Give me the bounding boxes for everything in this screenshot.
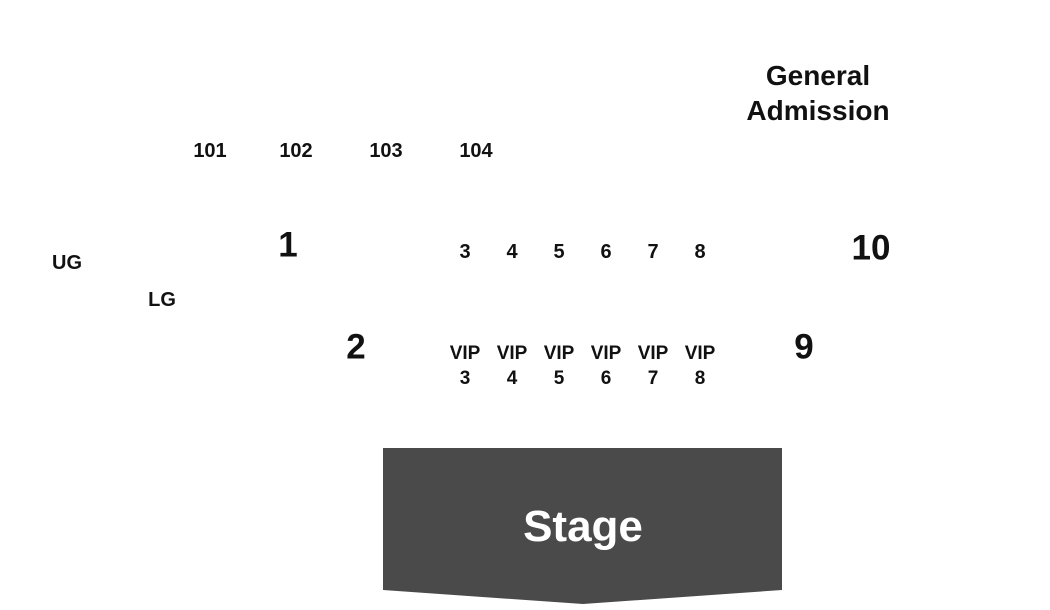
general-admission-line1: General: [765, 60, 871, 91]
stage-label: Stage: [523, 502, 643, 551]
section-4[interactable]: 4: [506, 241, 518, 263]
section-102[interactable]: 102: [279, 140, 313, 162]
general-admission-line2: Admission: [746, 95, 890, 126]
section-6[interactable]: 6: [600, 241, 612, 263]
vip-number: 3: [459, 368, 471, 389]
vip-number: 7: [647, 368, 659, 389]
section-9[interactable]: 9: [794, 327, 814, 367]
vip-number: 5: [553, 368, 565, 389]
section-vip-5[interactable]: VIP 5: [544, 341, 575, 391]
vip-prefix: VIP: [590, 343, 622, 364]
section-vip-8[interactable]: VIP 8: [685, 341, 716, 391]
section-104[interactable]: 104: [459, 140, 493, 162]
section-general-admission[interactable]: General Admission: [746, 58, 889, 128]
section-vip-3[interactable]: VIP 3: [450, 341, 481, 391]
section-7[interactable]: 7: [647, 241, 659, 263]
vip-prefix: VIP: [449, 343, 481, 364]
section-vip-7[interactable]: VIP 7: [638, 341, 669, 391]
section-10[interactable]: 10: [851, 228, 891, 268]
section-8[interactable]: 8: [694, 241, 706, 263]
section-3[interactable]: 3: [459, 241, 471, 263]
section-1[interactable]: 1: [278, 225, 298, 265]
vip-number: 8: [694, 368, 706, 389]
vip-prefix: VIP: [684, 343, 716, 364]
section-vip-6[interactable]: VIP 6: [591, 341, 622, 391]
vip-prefix: VIP: [496, 343, 528, 364]
section-vip-4[interactable]: VIP 4: [497, 341, 528, 391]
section-2[interactable]: 2: [346, 327, 366, 367]
level-upper-label: UG: [52, 252, 82, 274]
vip-number: 6: [600, 368, 612, 389]
vip-number: 4: [506, 368, 518, 389]
section-101[interactable]: 101: [193, 140, 227, 162]
level-lower-label: LG: [148, 289, 176, 311]
vip-prefix: VIP: [543, 343, 575, 364]
section-103[interactable]: 103: [369, 140, 403, 162]
section-5[interactable]: 5: [553, 241, 565, 263]
vip-prefix: VIP: [637, 343, 669, 364]
